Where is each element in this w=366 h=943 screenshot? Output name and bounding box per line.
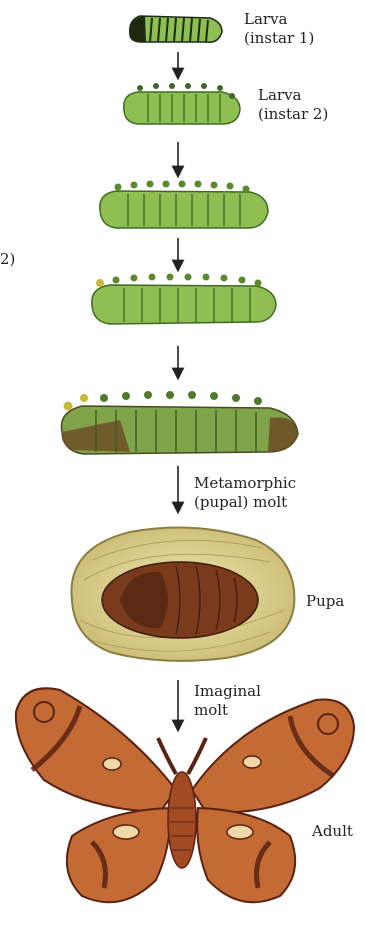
label-metamorphic-molt: Metamorphic (pupal) molt (194, 474, 296, 512)
label-larva-instar-2: Larva (instar 2) (258, 86, 328, 124)
label-pupa: Pupa (306, 592, 344, 611)
left-hindwing (67, 808, 170, 902)
label-larva-instar-1: Larva (instar 1) (244, 10, 314, 48)
larva-instar-2 (124, 83, 240, 124)
label-imaginal-molt-line2: molt (194, 701, 261, 720)
label-larva-instar-2-line1: Larva (258, 86, 328, 105)
label-imaginal-molt: Imaginal molt (194, 682, 261, 720)
larva-instar-3 (100, 181, 268, 229)
right-hindwing (197, 808, 295, 902)
label-larva-instar-2-line2: (instar 2) (258, 105, 328, 124)
label-pupa-line1: Pupa (306, 592, 344, 611)
left-edge-fragment: 2) (0, 250, 15, 269)
label-imaginal-molt-line1: Imaginal (194, 682, 261, 701)
larva-instar-1 (130, 16, 222, 42)
label-adult: Adult (312, 822, 353, 841)
label-metamorphic-molt-line2: (pupal) molt (194, 493, 296, 512)
larva-instar-4 (92, 274, 276, 325)
label-larva-instar-1-line2: (instar 1) (244, 29, 314, 48)
larva-instar-5 (61, 391, 298, 454)
pupa-cocoon (71, 528, 294, 661)
label-adult-line1: Adult (312, 822, 353, 841)
left-forewing (16, 688, 176, 812)
label-larva-instar-1-line1: Larva (244, 10, 314, 29)
moth-body (168, 772, 196, 868)
adult-moth (16, 688, 354, 902)
label-metamorphic-molt-line1: Metamorphic (194, 474, 296, 493)
